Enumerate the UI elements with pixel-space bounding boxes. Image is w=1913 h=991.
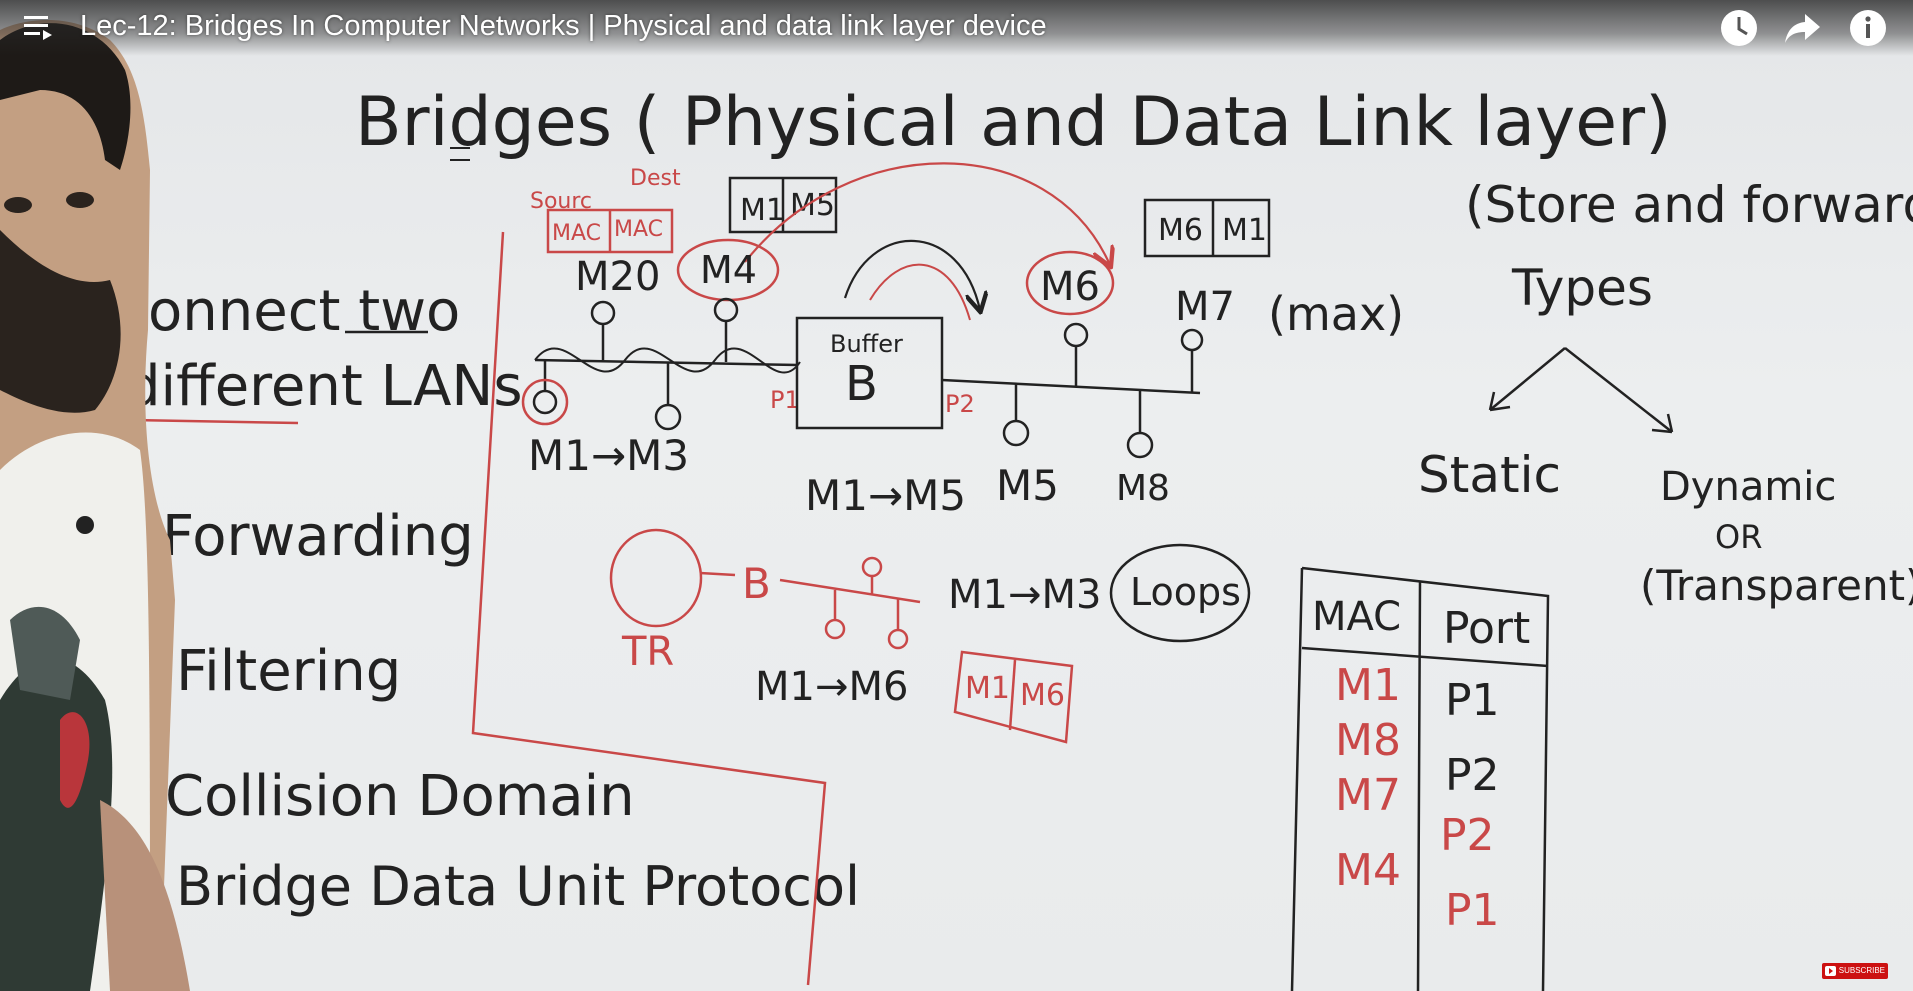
- table-row-port: P2: [1445, 750, 1500, 801]
- table-row-port: P1: [1445, 675, 1500, 726]
- table-row-mac: M8: [1335, 715, 1401, 766]
- token-ring-label: TR: [621, 629, 674, 675]
- clock-icon[interactable]: [1719, 8, 1759, 48]
- types-label: Types: [1511, 259, 1653, 317]
- subscribe-button[interactable]: SUBSCRIBE: [1822, 963, 1888, 979]
- table-header: MAC: [1312, 594, 1401, 640]
- node-label: M20: [575, 254, 660, 300]
- transfer-label: M1→M5: [805, 471, 966, 520]
- left-list-item: Filtering: [176, 639, 401, 704]
- transfer-label: M1→M3: [528, 431, 689, 480]
- packet-field: M1: [740, 193, 785, 228]
- loops-circle: [1109, 543, 1251, 643]
- node-label: M6: [1040, 264, 1100, 310]
- dest-label: Dest: [630, 166, 681, 191]
- transfer-label: M1→M3: [948, 572, 1101, 618]
- video-title[interactable]: Lec-12: Bridges In Computer Networks | P…: [80, 10, 1047, 42]
- share-arrow-icon[interactable]: [1783, 8, 1823, 48]
- section-divider-line: [471, 231, 827, 986]
- board-heading: Bridges ( Physical and Data Link layer): [355, 83, 1672, 162]
- left-list-item: Collision Domain: [165, 764, 635, 829]
- table-row-mac: M7: [1335, 770, 1401, 821]
- left-list-item: onnect two: [148, 279, 460, 344]
- static-label: Static: [1418, 446, 1561, 504]
- packet-field: M1: [1222, 213, 1267, 248]
- mac-label: MAC: [552, 221, 601, 246]
- max-label: (max): [1268, 287, 1404, 341]
- packet-field: M1: [965, 671, 1010, 706]
- left-list-item: different LANs: [125, 354, 523, 419]
- packet-field: M6: [1020, 678, 1065, 713]
- left-list-item: Forwarding: [162, 504, 474, 569]
- or-label: OR: [1715, 518, 1762, 556]
- table-row-port: P1: [1445, 885, 1500, 936]
- mac-label: MAC: [614, 217, 663, 242]
- table-row-port: P2: [1440, 810, 1495, 861]
- subscribe-label: SUBSCRIBE: [1838, 966, 1885, 975]
- buffer-label: Buffer: [830, 330, 903, 358]
- dynamic-label: Dynamic: [1660, 464, 1836, 510]
- node-label: M5: [996, 461, 1059, 510]
- node-label: M7: [1175, 284, 1235, 330]
- info-icon[interactable]: [1848, 8, 1888, 48]
- node-label: M8: [1116, 468, 1170, 509]
- left-list-item: Bridge Data Unit Protocol: [176, 855, 860, 918]
- bridge-box: [795, 316, 944, 430]
- presenter: [0, 20, 190, 991]
- packet-field: M6: [1158, 213, 1203, 248]
- port-label: P1: [770, 386, 800, 414]
- table-row-mac: M1: [1335, 660, 1401, 711]
- play-icon: [1825, 966, 1836, 976]
- loops-label: Loops: [1130, 570, 1241, 614]
- token-ring-circle: [609, 528, 703, 628]
- bridge-label: B: [845, 356, 878, 412]
- mac-table: MAC Port M1 P1 M8 P2 M7 P2 M4 P1: [1290, 566, 1550, 991]
- transparent-label: (Transparent): [1640, 561, 1913, 610]
- port-label: P2: [945, 390, 975, 418]
- playlist-menu-icon[interactable]: [22, 13, 56, 43]
- player-top-bar: Lec-12: Bridges In Computer Networks | P…: [0, 0, 1913, 56]
- transfer-label: M1→M6: [755, 664, 908, 710]
- table-row-mac: M4: [1335, 845, 1401, 896]
- table-header: Port: [1443, 603, 1530, 654]
- token-ring-bridge-label: B: [742, 559, 771, 608]
- store-forward-label: (Store and forward): [1465, 176, 1913, 234]
- node-label: M4: [700, 248, 757, 292]
